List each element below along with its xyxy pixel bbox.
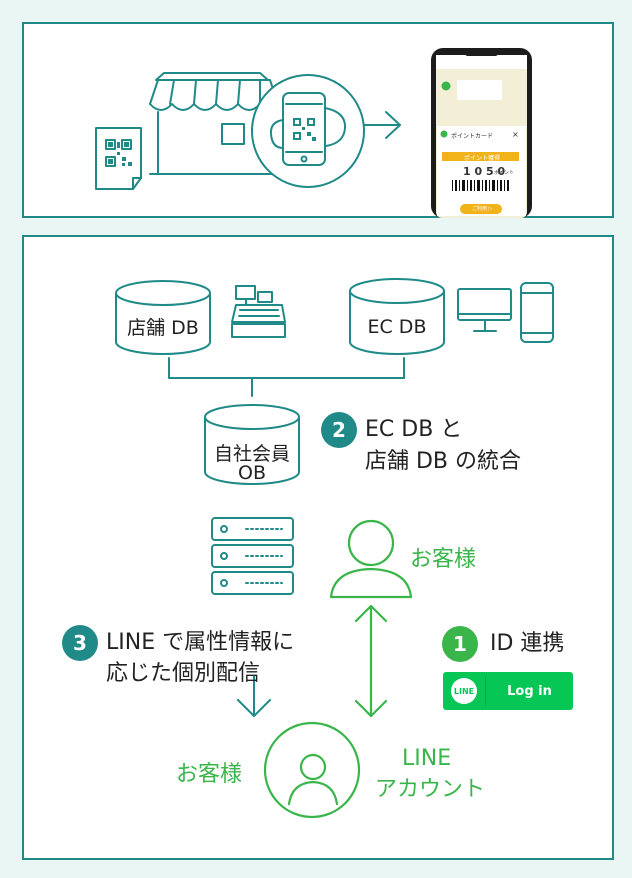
store-db-label: 店舗 DB [127, 317, 199, 339]
arrow-down-icon [237, 675, 271, 717]
card-title: ポイントカード [451, 133, 494, 140]
member-db-cylinder [204, 404, 300, 485]
points-value: 1 0 5 0 [463, 165, 506, 178]
cash-register-icon [231, 285, 286, 338]
qr-flyer-icon [95, 127, 142, 190]
arrow-right-icon [363, 111, 401, 139]
bidirectional-arrow-icon [354, 604, 388, 718]
monitor-icon [457, 288, 512, 332]
line-login-button[interactable]: LINE Log in [443, 672, 573, 710]
login-label: Log in [507, 683, 552, 699]
member-db-label-line1: 自社会員 [213, 443, 290, 465]
line-account-icon [263, 721, 361, 819]
step2-badge: 2 [321, 412, 357, 448]
ec-db-cylinder [349, 278, 445, 355]
button-divider [485, 676, 486, 706]
db-connector [168, 357, 405, 397]
step3-badge: 3 [62, 625, 98, 661]
tablet-icon [520, 282, 554, 343]
ec-db-label: EC DB [367, 316, 427, 338]
step2-text-line2: 店舗 DB の統合 [365, 449, 522, 474]
card-label: ポイント獲得 [464, 155, 501, 162]
line-account-label-line2: アカウント [375, 777, 486, 802]
customer-icon-right [329, 519, 413, 599]
line-account-label-line1: LINE [402, 746, 452, 771]
step3-text-line1: LINE で属性情報に [106, 630, 295, 655]
member-db-label-line2: OB [238, 462, 266, 484]
server-icon [211, 517, 294, 595]
step1-text: ID 連携 [490, 631, 565, 656]
store-db-cylinder [115, 280, 211, 355]
card-close-button[interactable]: × [512, 130, 519, 139]
customer-label-left: お客様 [176, 762, 243, 787]
step1-badge: 1 [442, 626, 478, 662]
customer-label-right: お客様 [410, 547, 477, 572]
step2-text-line1: EC DB と [365, 417, 463, 442]
line-logo-icon: LINE [451, 678, 477, 704]
top-illustration [95, 48, 532, 218]
card-action-button[interactable]: ご利用 ▷ [472, 206, 493, 212]
step3-text-line2: 応じた個別配信 [106, 661, 261, 686]
smartphone-mockup [431, 48, 532, 218]
points-unit: ポイント [494, 170, 515, 176]
